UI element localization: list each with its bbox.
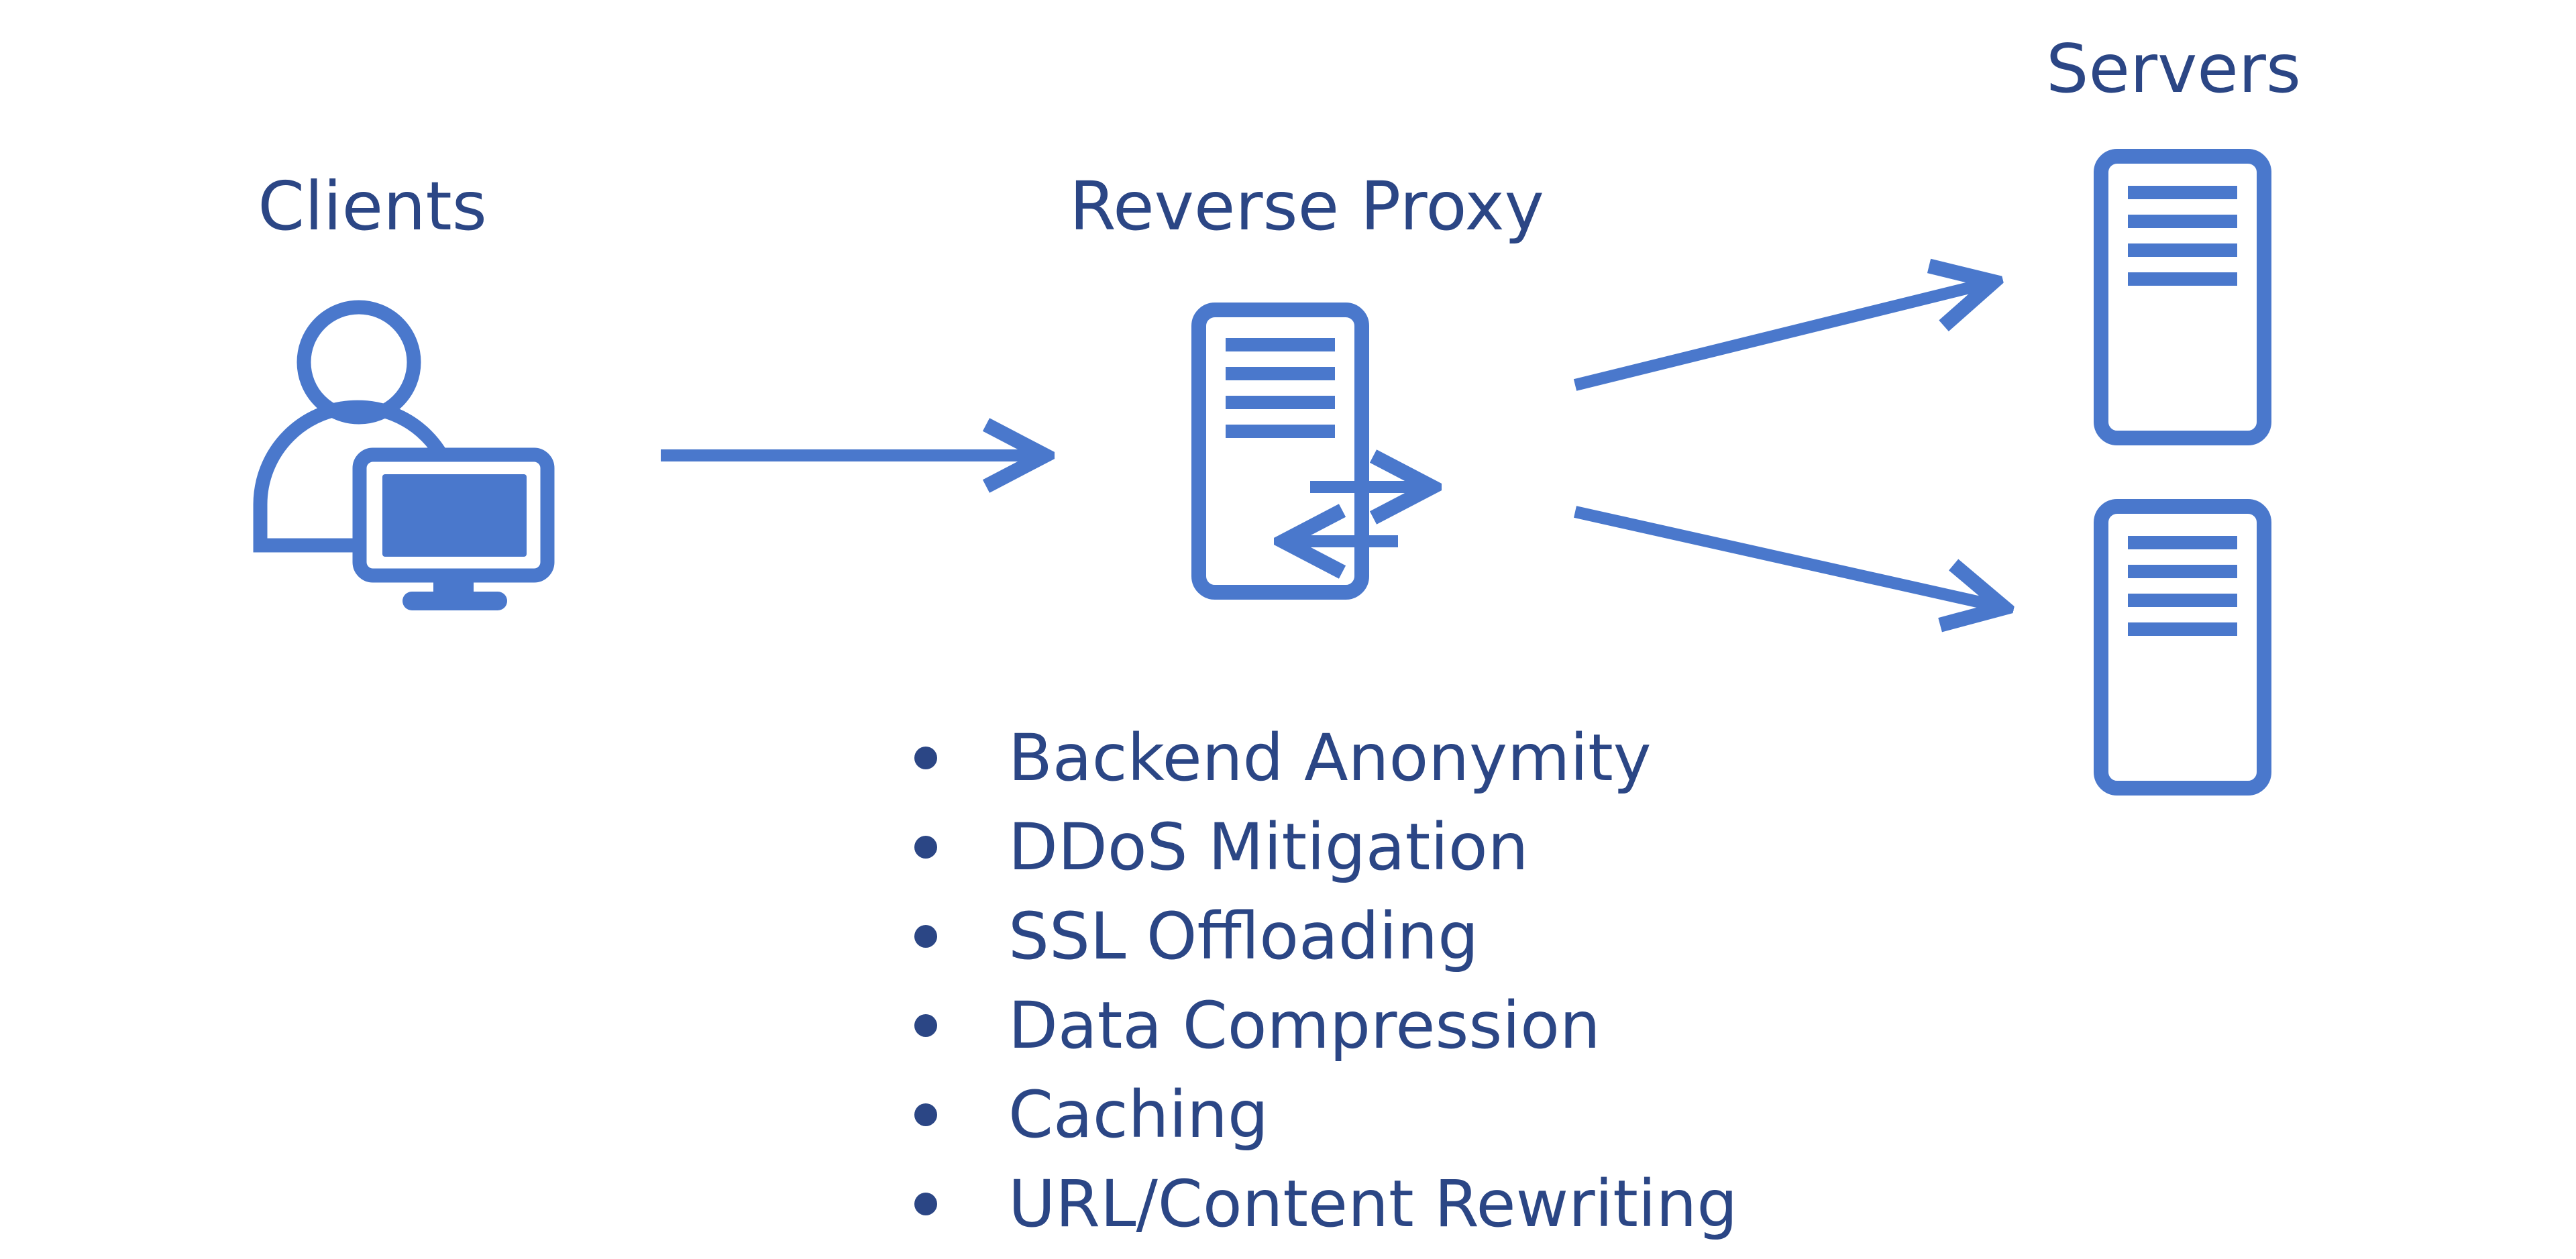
server-1-icon [2094, 149, 2271, 445]
feature-text: Data Compression [1008, 987, 1601, 1063]
bullet-icon [914, 746, 937, 769]
list-item: Caching [899, 1070, 1737, 1159]
client-user-icon [253, 300, 555, 610]
feature-text: DDoS Mitigation [1008, 809, 1529, 885]
proxy-to-server-2-arrow [1574, 506, 2004, 608]
proxy-exchange-arrows-icon [1283, 487, 1432, 541]
list-item: Backend Anonymity [899, 713, 1737, 802]
list-item: Data Compression [899, 981, 1737, 1070]
bullet-icon [914, 835, 937, 859]
proxy-to-server-1-arrow [1573, 282, 1994, 391]
bullet-icon [914, 1192, 937, 1215]
bullet-icon [914, 1014, 937, 1037]
list-item: URL/Content Rewriting [899, 1159, 1737, 1248]
reverse-proxy-icon [1191, 303, 1432, 600]
bullet-icon [914, 924, 937, 948]
list-item: DDoS Mitigation [899, 802, 1737, 891]
bullet-icon [914, 1103, 937, 1126]
proxy-features-list: Backend Anonymity DDoS Mitigation SSL Of… [899, 713, 1737, 1248]
feature-text: SSL Offloading [1008, 898, 1479, 974]
clients-label: Clients [258, 167, 487, 245]
list-item: SSL Offloading [899, 891, 1737, 981]
feature-text: URL/Content Rewriting [1008, 1166, 1738, 1242]
feature-text: Backend Anonymity [1008, 720, 1652, 796]
feature-text: Caching [1008, 1077, 1269, 1152]
reverse-proxy-label: Reverse Proxy [1069, 167, 1544, 245]
server-2-icon [2094, 499, 2271, 796]
client-monitor-icon [352, 447, 555, 610]
servers-label: Servers [2045, 30, 2302, 108]
